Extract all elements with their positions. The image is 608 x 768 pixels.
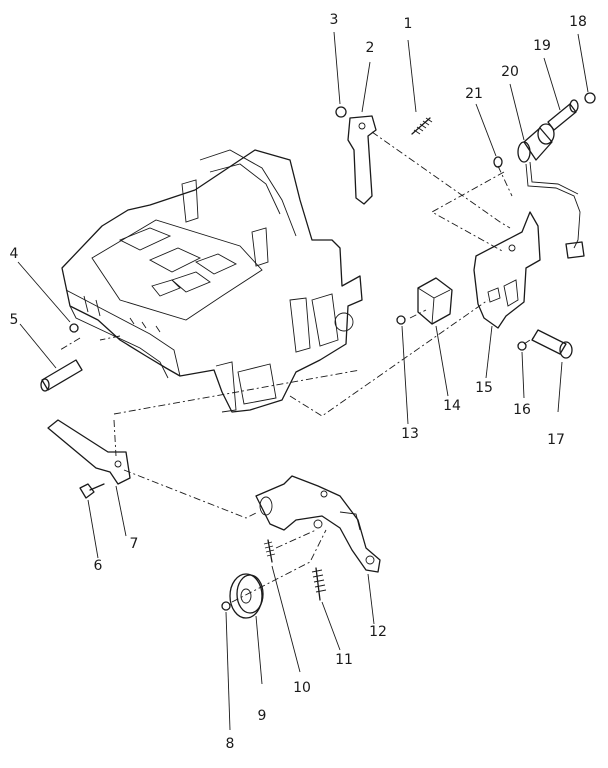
part-18-ring [577,33,596,104]
callout-labels: 1 2 3 4 5 6 7 8 9 10 11 12 13 14 15 16 1… [10,12,587,752]
callout-4: 4 [10,246,19,262]
callout-10: 10 [293,680,311,696]
part-7-bracket [47,419,131,537]
part-6-screw [79,483,105,559]
callout-18: 18 [569,14,587,30]
part-21-washer [475,103,503,168]
part-11-spring [311,567,341,651]
part-17-pin [531,329,573,413]
callout-16: 16 [513,402,531,418]
part-10-spring [263,539,301,673]
callout-1: 1 [404,16,413,32]
part-16-e-ring [517,341,527,399]
callout-20: 20 [501,64,519,80]
callout-15: 15 [475,380,493,396]
callout-8: 8 [226,736,235,752]
callout-3: 3 [330,12,339,28]
callout-2: 2 [366,40,375,56]
callout-14: 14 [443,398,461,414]
part-4-e-ring [17,261,79,333]
part-20-solenoid [509,83,585,259]
callout-21: 21 [465,86,483,102]
part-9-gear [229,573,264,685]
callout-5: 5 [10,312,19,328]
callout-13: 13 [401,426,419,442]
part-14-block [417,277,453,397]
callout-6: 6 [94,558,103,574]
part-5-shaft [19,323,83,392]
main-chassis [61,149,363,413]
part-2-lever-plate [347,61,377,205]
callout-19: 19 [533,38,551,54]
part-12-lever-assembly [255,475,381,625]
part-3-e-ring [333,31,347,118]
callout-9: 9 [258,708,267,724]
part-1-spring [407,39,433,135]
part-8-washer [221,601,231,731]
callout-11: 11 [335,652,353,668]
assembly-guide-lines [59,131,537,603]
part-15-side-bracket [473,211,541,379]
part-19-screw [543,57,579,131]
part-13-washer [396,315,409,425]
callout-12: 12 [369,624,387,640]
callout-7: 7 [130,536,139,552]
callout-17: 17 [547,432,565,448]
